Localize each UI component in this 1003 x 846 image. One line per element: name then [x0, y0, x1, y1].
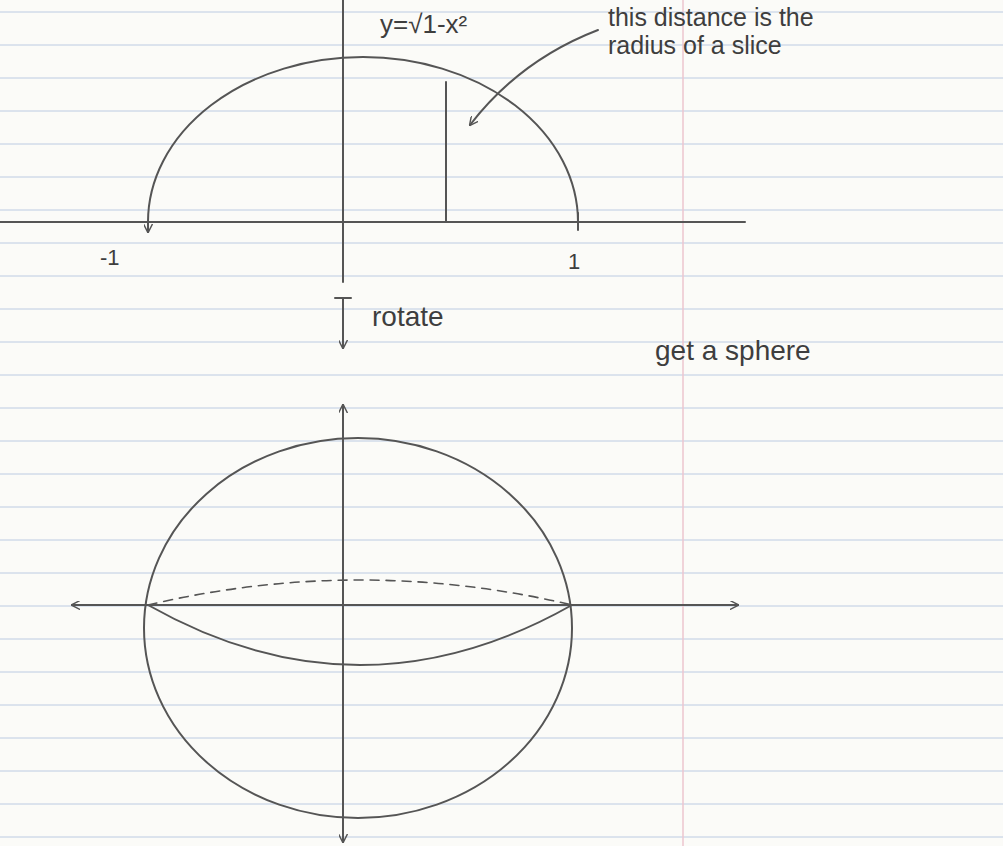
- ruled-line: [0, 12, 1003, 13]
- ruled-line: [0, 507, 1003, 508]
- ruled-line: [0, 540, 1003, 541]
- ruled-line: [0, 78, 1003, 79]
- callout-arrow: [470, 30, 598, 125]
- ruled-line: [0, 705, 1003, 706]
- ruled-line: [0, 342, 1003, 343]
- y-axis: [342, 405, 344, 842]
- ruled-line: [0, 210, 1003, 211]
- axis-value: 1: [568, 250, 580, 274]
- rotate-arrow: [342, 298, 344, 348]
- ruled-line: [0, 243, 1003, 244]
- axis-tick: [577, 213, 579, 230]
- ruled-line: [0, 276, 1003, 277]
- ruled-line: [0, 804, 1003, 805]
- ruled-line: [0, 408, 1003, 409]
- x-axis: [72, 604, 738, 606]
- ruled-line: [0, 771, 1003, 772]
- ruled-line: [0, 738, 1003, 739]
- ruled-line: [0, 573, 1003, 574]
- ruled-line: [0, 309, 1003, 310]
- ruled-line: [0, 474, 1003, 475]
- ruled-line: [0, 177, 1003, 178]
- margin-line: [682, 0, 684, 846]
- axis-value: -1: [100, 246, 120, 270]
- ruled-line: [0, 45, 1003, 46]
- callout-note: this distance is the radius of a slice: [608, 4, 878, 59]
- ruled-line: [0, 441, 1003, 442]
- step-label: rotate: [372, 302, 444, 333]
- result-note: get a sphere: [655, 336, 811, 367]
- ruled-line: [0, 111, 1003, 112]
- y-axis: [342, 0, 344, 282]
- sphere-outline: [144, 438, 572, 818]
- ruled-line: [0, 837, 1003, 838]
- semicircle-curve: [148, 57, 578, 232]
- ruled-line: [0, 375, 1003, 376]
- x-axis: [0, 221, 745, 223]
- equation-label: y=√1-x²: [380, 10, 467, 39]
- equator-back: [148, 580, 572, 605]
- ruled-line: [0, 144, 1003, 145]
- slice-radius-line: [445, 82, 447, 222]
- equator-front: [148, 605, 572, 665]
